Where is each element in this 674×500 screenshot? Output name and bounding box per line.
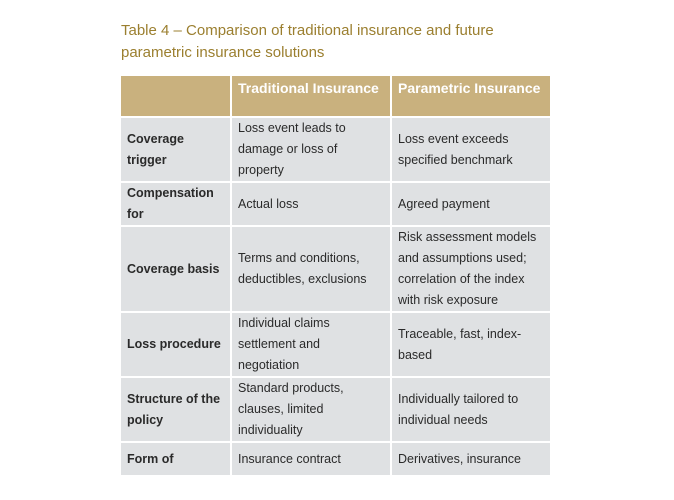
- table-row: Compensation for Actual loss Agreed paym…: [121, 181, 550, 226]
- table-row: Form of Insurance contract Derivatives, …: [121, 441, 550, 475]
- row-label: Form of: [121, 441, 232, 475]
- table-row: Structure of the policy Standard product…: [121, 376, 550, 442]
- row-label: Coverage trigger: [121, 116, 232, 182]
- traditional-cell: Insurance contract: [231, 441, 392, 475]
- traditional-cell: Individual claims settlement and negotia…: [231, 311, 392, 377]
- parametric-cell: Individually tailored to individual need…: [391, 376, 550, 442]
- row-label: Coverage basis: [121, 225, 232, 312]
- parametric-cell: Risk assessment models and assumptions u…: [391, 225, 550, 312]
- parametric-cell: Loss event exceeds specified benchmark: [391, 116, 550, 182]
- row-label: Loss procedure: [121, 311, 232, 377]
- parametric-cell: Derivatives, insurance: [391, 441, 550, 475]
- comparison-table: Traditional Insurance Parametric Insuran…: [121, 76, 550, 475]
- parametric-cell: Traceable, fast, index-based: [391, 311, 550, 377]
- table-header-row: Traditional Insurance Parametric Insuran…: [121, 76, 550, 117]
- header-traditional: Traditional Insurance: [231, 76, 392, 117]
- table-row: Coverage basis Terms and conditions, ded…: [121, 225, 550, 312]
- header-parametric: Parametric Insurance: [391, 76, 550, 117]
- traditional-cell: Terms and conditions, deductibles, exclu…: [231, 225, 392, 312]
- table-row: Coverage trigger Loss event leads to dam…: [121, 116, 550, 182]
- table-caption: Table 4 – Comparison of traditional insu…: [121, 22, 494, 61]
- row-label: Compensation for: [121, 181, 232, 226]
- table-row: Loss procedure Individual claims settlem…: [121, 311, 550, 377]
- traditional-cell: Loss event leads to damage or loss of pr…: [231, 116, 392, 182]
- traditional-cell: Standard products, clauses, limited indi…: [231, 376, 392, 442]
- traditional-cell: Actual loss: [231, 181, 392, 226]
- row-label: Structure of the policy: [121, 376, 232, 442]
- parametric-cell: Agreed payment: [391, 181, 550, 226]
- header-empty: [121, 76, 232, 117]
